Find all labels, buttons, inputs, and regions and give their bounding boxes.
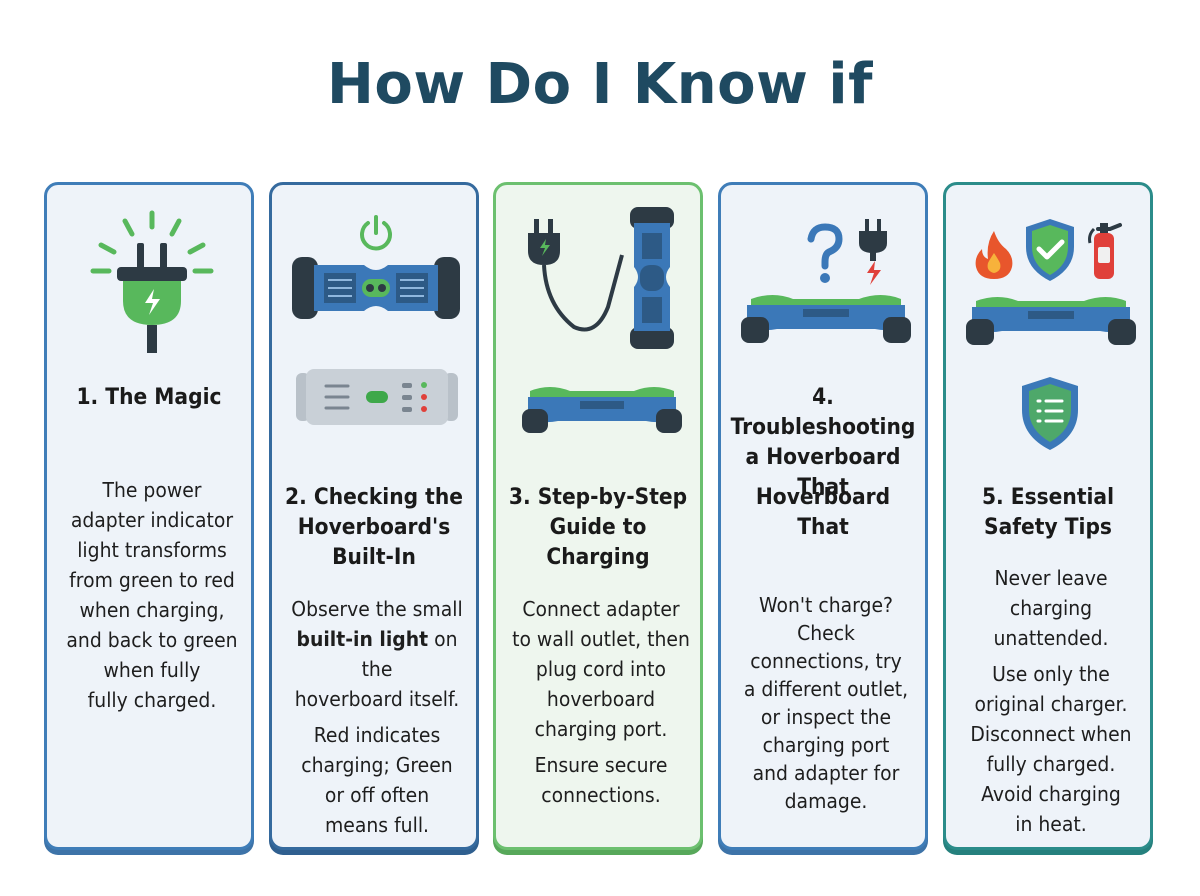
body-line: charging (1009, 596, 1093, 620)
card-heading: 1. The Magic (76, 385, 222, 410)
body-line: hoverboard itself. (294, 687, 460, 711)
card-heading: 2. Checking the Hoverboard's Built-In (280, 483, 468, 573)
card-subheading: Hoverboard That (729, 483, 917, 543)
card-checking-built-in: 2. Checking the Hoverboard's Built-In Ob… (269, 182, 479, 850)
body-line: Won't charge? (758, 593, 894, 617)
indicator-panel-icon (296, 369, 458, 425)
heading-line: 3. Step-by-Step (508, 485, 688, 510)
body-line: damage. (784, 789, 868, 813)
body-line: built-in light on the (282, 624, 472, 684)
body-line: and back to green (66, 628, 238, 652)
card-heading: 4. Troubleshooting a Hoverboard That (729, 383, 917, 503)
card-body: Never leave charging unattended. Use onl… (956, 563, 1146, 839)
fire-extinguisher-icon (1088, 223, 1122, 279)
hoverboard-icon (741, 295, 911, 343)
body-line: charging port (762, 733, 890, 757)
heading-line: That (797, 515, 849, 540)
body-line: unattended. (993, 626, 1109, 650)
shield-check-icon (1026, 219, 1074, 281)
body-line: Ensure secure (534, 753, 668, 777)
card-safety-tips: 5. Essential Safety Tips Never leave cha… (943, 182, 1153, 850)
body-line: fully charged. (87, 688, 217, 712)
body-line: Observe the small (291, 597, 463, 621)
body-line: Disconnect when (970, 722, 1132, 746)
body-line: Avoid charging (981, 782, 1121, 806)
body-line: Connect adapter (522, 597, 680, 621)
body-line: hoverboard (546, 687, 656, 711)
body-line: original charger. (974, 692, 1128, 716)
power-icon (360, 215, 392, 251)
card-body: Connect adapter to wall outlet, then plu… (506, 594, 696, 810)
broken-plug-icon (859, 219, 887, 285)
card-step-by-step: 3. Step-by-Step Guide to Charging Connec… (493, 182, 703, 850)
body-text: on the (361, 627, 458, 681)
shield-list-icon (1022, 377, 1078, 450)
body-line: Check (797, 621, 855, 645)
heading-line: 5. Essential (981, 485, 1115, 510)
glowing-plug-icon (90, 210, 214, 353)
heading-line: Safety Tips (984, 515, 1112, 540)
body-line: when fully (103, 658, 201, 682)
hoverboard-side-icon (522, 387, 682, 433)
card-heading: 5. Essential Safety Tips (954, 483, 1142, 543)
card-body: The power adapter indicator light transf… (57, 475, 247, 715)
body-line: to wall outlet, then (512, 627, 690, 651)
card-heading: 3. Step-by-Step Guide to Charging (504, 483, 692, 573)
body-line: adapter indicator (70, 508, 234, 532)
body-line: or off often (324, 783, 430, 807)
body-line: connections, try (750, 649, 902, 673)
heading-line: Hoverboard (755, 485, 891, 510)
body-line: or inspect the (760, 705, 892, 729)
heading-line: 2. Checking the (285, 485, 463, 510)
body-line: charging port. (534, 717, 668, 741)
body-line: Use only the (992, 662, 1110, 686)
page-title: How Do I Know if (327, 52, 873, 117)
body-line: when charging, (79, 598, 225, 622)
hoverboard-top-icon (292, 257, 460, 319)
hoverboard-icon (966, 297, 1136, 345)
body-line: and adapter for (752, 761, 900, 785)
heading-line: Charging (546, 545, 650, 570)
heading-line: a Hoverboard (745, 445, 901, 470)
bold-text: built-in light (296, 627, 429, 651)
heading-line: Guide to (549, 515, 647, 540)
card-the-magic: 1. The Magic The power adapter indicator… (44, 182, 254, 850)
heading-line: Hoverboard's (297, 515, 451, 540)
heading-line: Built-In (332, 545, 416, 570)
body-line: from green to red (69, 568, 235, 592)
hoverboard-vertical-icon (630, 207, 674, 349)
body-line: Never leave (994, 566, 1108, 590)
body-line: light transforms (77, 538, 227, 562)
card-body: Won't charge? Check connections, try a d… (731, 591, 921, 815)
card-body: Observe the small built-in light on the … (282, 594, 472, 840)
body-line: means full. (324, 813, 430, 837)
body-line: in heat. (1015, 812, 1087, 836)
body-line: connections. (541, 783, 661, 807)
body-line: a different outlet, (743, 677, 909, 701)
heading-line: 4. Troubleshooting (730, 385, 916, 440)
body-line: The power (102, 478, 202, 502)
body-line: charging; Green (301, 753, 453, 777)
plug-cord-icon (528, 219, 624, 332)
body-line: Red indicates (313, 723, 441, 747)
body-line: fully charged. (986, 752, 1116, 776)
heading-line: That (797, 475, 849, 500)
card-troubleshooting: 4. Troubleshooting a Hoverboard That Hov… (718, 182, 928, 850)
body-line: plug cord into (535, 657, 667, 681)
question-mark-icon (807, 223, 843, 283)
fire-icon (975, 231, 1013, 279)
